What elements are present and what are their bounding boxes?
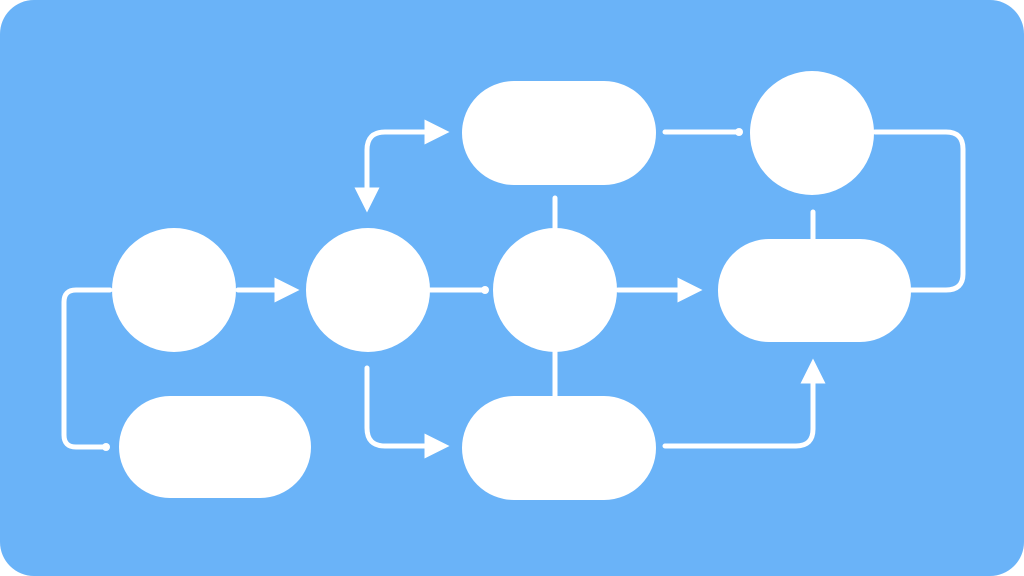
node-pill-top-center <box>462 81 656 185</box>
node-circle-top-right <box>750 71 874 195</box>
connector-pill-bottom-left-to-circle-left <box>61 287 113 450</box>
node-circle-left <box>112 228 236 352</box>
connectors <box>61 119 966 459</box>
node-pill-right <box>718 239 911 342</box>
node-circle-center <box>493 228 617 352</box>
connector-circle-top-right-loop-to-pill-right <box>872 129 966 293</box>
connector-circle-center-left-to-pill-bottom-center <box>364 365 450 459</box>
node-pill-bottom-center <box>462 396 656 500</box>
node-circle-center-left <box>306 228 430 352</box>
connector-circle-center-left-to-pill-top-center <box>354 119 450 213</box>
node-pill-bottom-left <box>119 396 311 498</box>
connector-dot <box>481 286 489 294</box>
connector-pill-bottom-center-to-pill-right <box>662 358 826 449</box>
connector-dot <box>102 443 110 451</box>
nodes <box>112 71 911 500</box>
connector-dot <box>735 128 743 136</box>
